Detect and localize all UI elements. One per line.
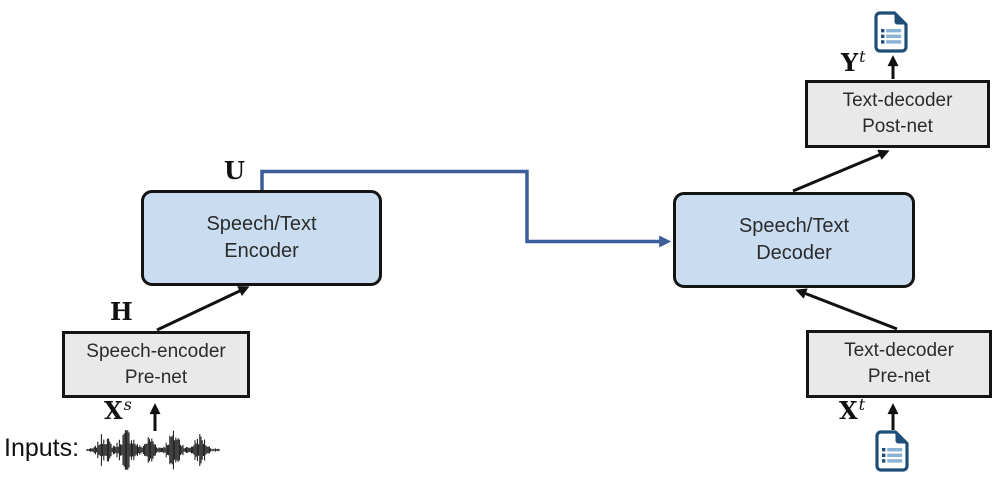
inputs-caption: Inputs: — [4, 434, 80, 462]
text-input-label: Xt — [839, 395, 865, 425]
speech-text-decoder-box: Speech/Text Decoder — [673, 192, 915, 288]
text-decoder-prenet-box: Text-decoder Pre-net — [806, 330, 992, 398]
decoder-label-line1: Speech/Text — [738, 215, 850, 237]
encoder-output-label: U — [224, 156, 245, 185]
text-decoder-postnet-box: Text-decoder Post-net — [805, 80, 990, 148]
speech-prenet-label-line1: Speech-encoder — [86, 340, 226, 362]
text-prenet-label-line2: Pre-net — [867, 366, 931, 387]
speech-waveform-icon — [86, 430, 220, 470]
text-prenet-label-line1: Text-decoder — [844, 340, 954, 361]
label-xs-superscript: s — [123, 395, 132, 414]
speech-prenet-label-line2: Pre-net — [124, 366, 188, 388]
text-postnet-label-line1: Text-decoder — [842, 90, 953, 111]
text-prenet-to-decoder-arrow — [795, 288, 898, 331]
label-xt-base: X — [839, 396, 858, 425]
encoder-label-line1: Speech/Text — [206, 213, 317, 235]
label-yt-base: Y — [841, 48, 859, 77]
text-document-icon — [875, 430, 909, 472]
decoder-to-postnet-arrow — [792, 149, 890, 193]
text-postnet-label-line2: Post-net — [862, 116, 933, 137]
label-h-text: H — [110, 297, 133, 326]
decoder-label-line2: Decoder — [756, 242, 832, 264]
speech-prenet-to-encoder-arrow — [156, 286, 250, 332]
speech-prenet-output-label: H — [110, 297, 133, 326]
label-yt-superscript: t — [859, 47, 866, 66]
text-output-label: Yt — [841, 47, 866, 77]
encoder-to-decoder-connector — [260, 169, 672, 248]
speech-encoder-prenet-box: Speech-encoder Pre-net — [62, 331, 250, 398]
label-xt-superscript: t — [858, 395, 866, 414]
speech-text-encoder-box: Speech/Text Encoder — [141, 190, 382, 286]
encoder-label-line2: Encoder — [224, 240, 299, 262]
speech-input-label: Xs — [104, 395, 132, 425]
text-document-icon — [874, 11, 908, 53]
label-xs-base: X — [104, 396, 123, 425]
label-u-text: U — [224, 156, 245, 185]
